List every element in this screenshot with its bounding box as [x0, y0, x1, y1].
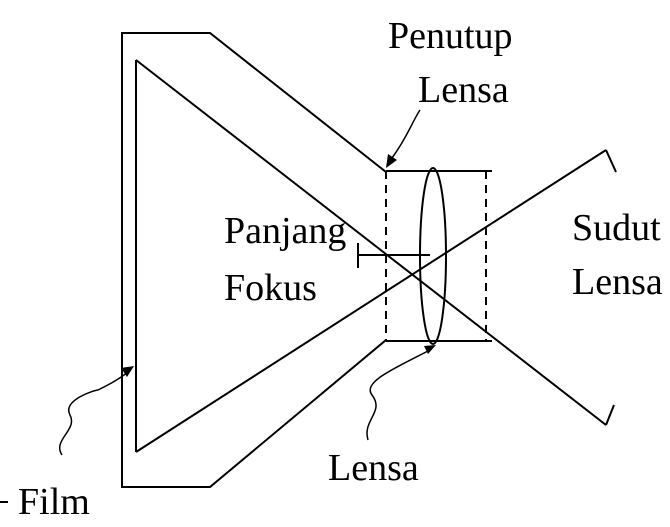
focal-length-label-line2: Fokus: [224, 267, 317, 309]
lens-angle-label-line2: Lensa: [572, 261, 663, 303]
lens-pointer-arrowhead: [424, 345, 436, 354]
lens-cover-label-line1: Penutup: [388, 15, 513, 57]
camera-body-outline: [121, 32, 387, 488]
lens-pointer: [366, 349, 431, 441]
lens-angle-label-line1: Sudut: [572, 207, 661, 249]
light-ray-lower: [135, 149, 607, 453]
lens-label: Lensa: [328, 447, 419, 489]
light-ray-upper: [135, 59, 607, 426]
film-pointer: [59, 371, 129, 456]
film-label: Film: [18, 481, 90, 522]
focal-length-label-line1: Panjang: [224, 210, 346, 252]
lens-cover-pointer-arrowhead: [386, 154, 397, 168]
angle-tick-top: [605, 149, 617, 173]
angle-tick-bottom: [605, 404, 615, 426]
lens-cover-label-line2: Lensa: [418, 69, 509, 111]
film-pointer-arrowhead: [121, 366, 134, 377]
lens-cover-pointer: [391, 109, 421, 159]
